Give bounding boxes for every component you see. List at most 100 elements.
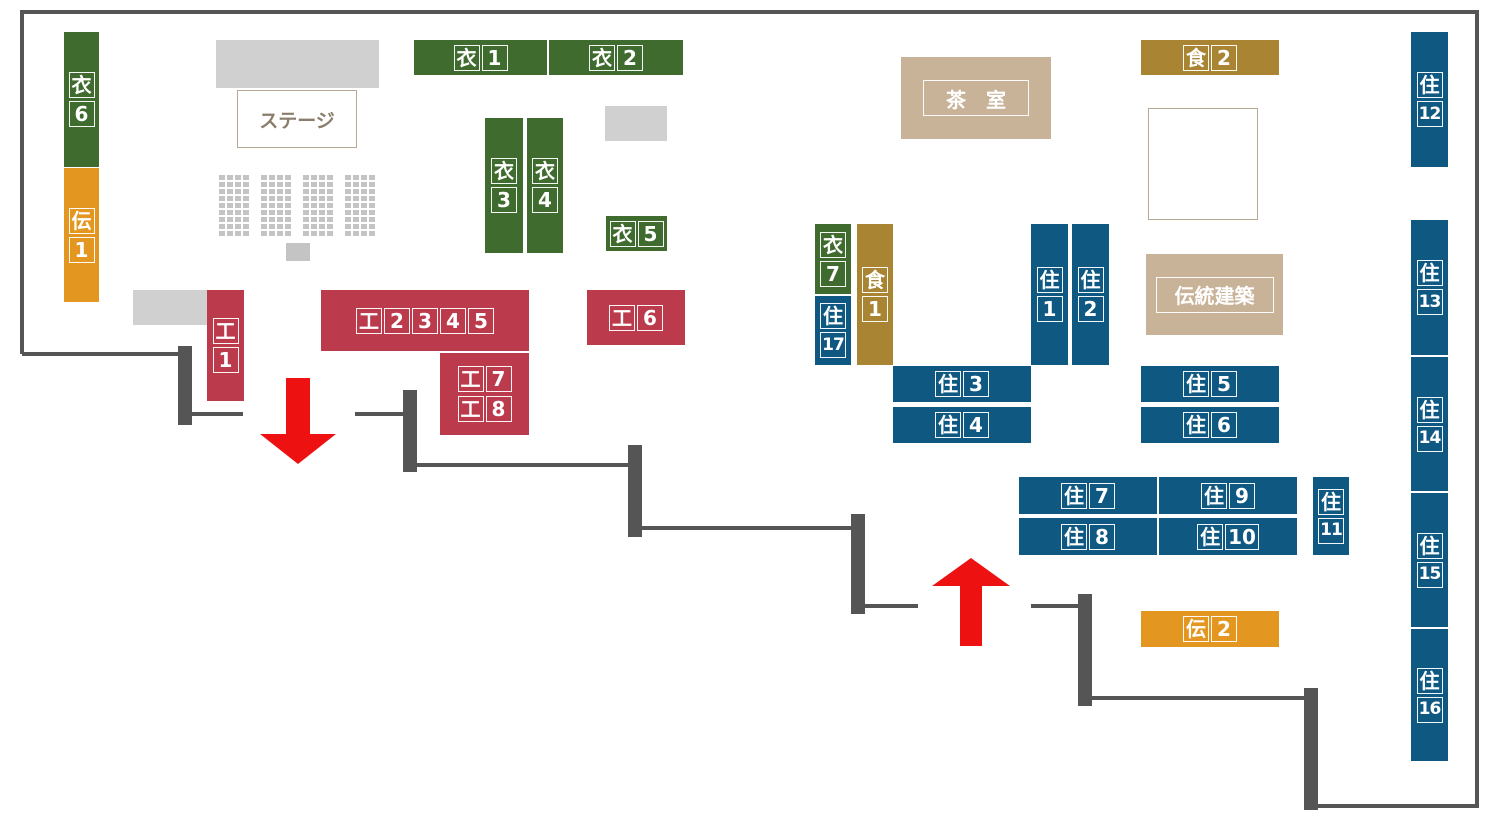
booth-craft-6[interactable]: 工 6 bbox=[587, 290, 685, 345]
booth-housing-4[interactable]: 住 4 bbox=[893, 407, 1031, 443]
seat bbox=[277, 231, 283, 236]
booth-clothing-6[interactable]: 衣 6 bbox=[64, 32, 99, 167]
booth-clothing-7[interactable]: 衣 7 bbox=[815, 224, 851, 294]
booth-clothing-5[interactable]: 衣 5 bbox=[606, 216, 667, 251]
booth-housing-13[interactable]: 住 13 bbox=[1411, 220, 1448, 355]
audience-seats bbox=[261, 175, 291, 236]
seat bbox=[243, 196, 249, 201]
seat bbox=[285, 175, 291, 180]
booth-housing-8[interactable]: 住 8 bbox=[1019, 518, 1157, 555]
tea-room[interactable]: 茶 室 bbox=[901, 57, 1051, 139]
seat bbox=[261, 175, 267, 180]
booth-category: 住 bbox=[1416, 532, 1443, 559]
seat bbox=[227, 182, 233, 187]
booth-category: 食 bbox=[1183, 44, 1209, 71]
seat bbox=[303, 203, 309, 208]
audience-seat-center bbox=[286, 243, 310, 261]
booth-category: 衣 bbox=[820, 231, 846, 258]
booth-housing-15[interactable]: 住 15 bbox=[1411, 493, 1448, 627]
booth-housing-1[interactable]: 住 1 bbox=[1031, 224, 1068, 365]
booth-food-2[interactable]: 食 2 bbox=[1141, 40, 1279, 75]
booth-housing-14[interactable]: 住 14 bbox=[1411, 357, 1448, 491]
seat bbox=[219, 217, 225, 222]
seat bbox=[219, 175, 225, 180]
booth-housing-11[interactable]: 住 11 bbox=[1313, 477, 1349, 555]
booth-housing-9[interactable]: 住 9 bbox=[1159, 477, 1297, 514]
seat bbox=[227, 175, 233, 180]
booth-number: 8 bbox=[485, 396, 512, 422]
seat bbox=[345, 182, 351, 187]
seat bbox=[303, 196, 309, 201]
seat bbox=[353, 189, 359, 194]
booth-tradition-2[interactable]: 伝 2 bbox=[1141, 611, 1279, 647]
seat bbox=[243, 203, 249, 208]
seat bbox=[345, 189, 351, 194]
booth-number: 4 bbox=[440, 307, 466, 334]
booth-housing-3[interactable]: 住 3 bbox=[893, 366, 1031, 402]
seat bbox=[353, 203, 359, 208]
seat bbox=[345, 224, 351, 229]
seat bbox=[285, 182, 291, 187]
seat bbox=[311, 231, 317, 236]
booth-clothing-2[interactable]: 衣 2 bbox=[549, 40, 683, 75]
seat bbox=[235, 231, 241, 236]
booth-number: 2 bbox=[384, 307, 410, 334]
booth-clothing-3[interactable]: 衣 3 bbox=[485, 118, 523, 253]
booth-category: 工 bbox=[356, 307, 382, 334]
seat bbox=[261, 196, 267, 201]
booth-category: 衣 bbox=[589, 44, 615, 71]
seat bbox=[285, 231, 291, 236]
seat bbox=[319, 175, 325, 180]
booth-housing-2[interactable]: 住 2 bbox=[1072, 224, 1109, 365]
seat bbox=[243, 224, 249, 229]
seat bbox=[277, 224, 283, 229]
booth-number: 3 bbox=[412, 307, 438, 334]
seat bbox=[345, 217, 351, 222]
booth-category: 住 bbox=[1416, 72, 1443, 98]
entrance-block bbox=[133, 290, 208, 325]
seat bbox=[235, 189, 241, 194]
seat bbox=[311, 196, 317, 201]
seat bbox=[303, 231, 309, 236]
booth-number: 13 bbox=[1416, 289, 1443, 315]
booth-housing-17[interactable]: 住 17 bbox=[815, 296, 851, 365]
seat bbox=[235, 217, 241, 222]
seat bbox=[235, 175, 241, 180]
booth-craft-8[interactable]: 工 8 bbox=[457, 396, 512, 422]
booth-craft-1[interactable]: 工 1 bbox=[207, 290, 244, 401]
booth-housing-10[interactable]: 住 10 bbox=[1159, 518, 1297, 555]
booth-craft-7[interactable]: 工 7 bbox=[457, 366, 512, 392]
seat bbox=[277, 203, 283, 208]
booth-craft-2-5[interactable]: 工 2 3 4 5 bbox=[321, 290, 529, 351]
stage-label: ステージ bbox=[237, 90, 357, 148]
booth-housing-6[interactable]: 住 6 bbox=[1141, 407, 1279, 443]
booth-tradition-1[interactable]: 伝 1 bbox=[64, 168, 99, 302]
entrance-arrow-up-icon bbox=[932, 558, 1010, 646]
booth-category: 伝 bbox=[68, 207, 95, 234]
booth-category: 住 bbox=[1183, 371, 1209, 397]
seat bbox=[319, 203, 325, 208]
booth-housing-5[interactable]: 住 5 bbox=[1141, 366, 1279, 402]
seat bbox=[327, 182, 333, 187]
seat bbox=[353, 182, 359, 187]
seat bbox=[243, 217, 249, 222]
seat bbox=[243, 210, 249, 215]
booth-clothing-1[interactable]: 衣 1 bbox=[414, 40, 547, 75]
booth-clothing-4[interactable]: 衣 4 bbox=[527, 118, 563, 253]
storage-block bbox=[605, 106, 667, 141]
booth-housing-7[interactable]: 住 7 bbox=[1019, 477, 1157, 514]
booth-number: 1 bbox=[481, 44, 508, 71]
booth-housing-12[interactable]: 住 12 bbox=[1411, 32, 1448, 167]
booth-housing-16[interactable]: 住 16 bbox=[1411, 629, 1448, 761]
booth-food-1[interactable]: 食 1 bbox=[857, 224, 893, 365]
seat bbox=[261, 182, 267, 187]
seat bbox=[243, 182, 249, 187]
traditional-architecture[interactable]: 伝統建築 bbox=[1146, 254, 1283, 335]
seat bbox=[285, 189, 291, 194]
seat bbox=[285, 224, 291, 229]
seat bbox=[285, 217, 291, 222]
booth-craft-7-8[interactable]: 工 7 工 8 bbox=[440, 353, 529, 435]
stage-platform bbox=[216, 40, 379, 88]
seat bbox=[269, 217, 275, 222]
